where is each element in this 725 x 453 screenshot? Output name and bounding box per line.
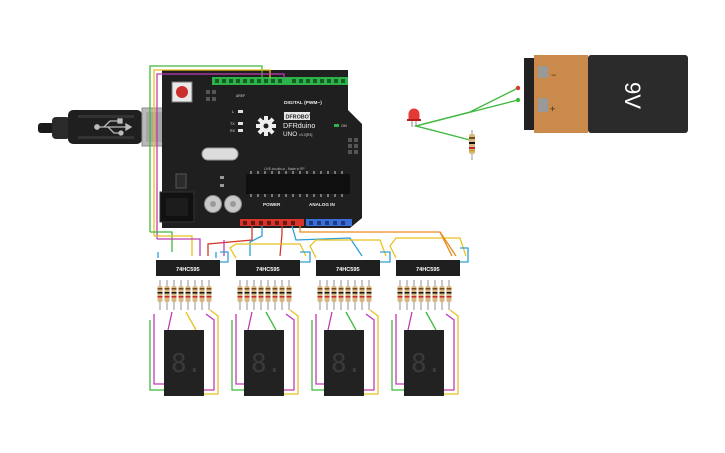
shift-register-3 <box>316 260 380 276</box>
battery-cap <box>588 55 688 133</box>
power-led <box>334 124 339 127</box>
microcontroller-chip <box>246 174 350 194</box>
resistor-bank-3 <box>317 279 372 311</box>
resistor-bank-4 <box>397 279 452 311</box>
battery-plus-label: + <box>550 104 555 114</box>
shift-register-3-label: 74HC595 <box>336 267 360 273</box>
l-led <box>238 110 243 113</box>
shift-register-2-label: 74HC595 <box>256 267 280 273</box>
version-label: v3.0[R3] <box>299 133 312 137</box>
shift-register-1-label: 74HC595 <box>176 267 200 273</box>
usb-symbol-icon <box>94 118 133 136</box>
crystal-oscillator <box>201 147 239 161</box>
led-circuit <box>407 85 521 160</box>
seven-segment-display-4 <box>404 330 444 396</box>
module-1: 74HC595 8. <box>149 251 229 396</box>
rx-led-label: RX <box>230 129 236 133</box>
resistor-bank-1 <box>157 279 212 311</box>
wire-green-top <box>149 65 263 232</box>
tx-led <box>238 122 243 125</box>
aref-label: AREF <box>236 94 245 98</box>
url-label: LIVE.circuits.io - Made in RP <box>264 167 305 171</box>
reset-button-cap[interactable] <box>176 86 188 98</box>
display-1-digit: 8. <box>171 349 202 379</box>
resistor-bank-2 <box>237 279 292 311</box>
tx-led-label: TX <box>230 122 235 126</box>
usb-cable-end <box>38 123 54 133</box>
usb-cable-strain <box>52 117 70 139</box>
seven-segment-display-3 <box>324 330 364 396</box>
wire-green-led <box>413 87 519 155</box>
icsp-header-top <box>206 90 216 101</box>
battery-minus-label: − <box>551 70 556 80</box>
variant-label: UNO <box>283 131 297 138</box>
regulator <box>175 173 187 189</box>
display-2-digit: 8. <box>251 349 282 379</box>
l-led-label: L <box>232 110 234 114</box>
brand-label: DFROBOT <box>286 115 313 121</box>
module-4: 74HC595 8. <box>389 231 469 396</box>
seven-segment-display-2 <box>244 330 284 396</box>
display-3-digit: 8. <box>331 349 362 379</box>
rx-led <box>238 129 243 132</box>
module-2: 74HC595 8. <box>229 243 311 396</box>
dfrobot-logo: DFROBOT DFRduino UNO v3.0[R3] <box>283 112 315 138</box>
display-4-digit: 8. <box>411 349 442 379</box>
module-3: 74HC595 8. <box>309 239 391 396</box>
battery-9v: − + 9V <box>524 55 688 133</box>
led-resistor <box>469 130 475 160</box>
model-label: DFRduino <box>283 121 315 130</box>
board-wires <box>149 65 453 257</box>
analog-header-label: ANALOG IN <box>309 202 335 207</box>
on-label: ON <box>341 124 347 128</box>
shift-register-4-label: 74HC595 <box>416 267 440 273</box>
power-header <box>240 219 304 226</box>
seven-segment-display-1 <box>164 330 204 396</box>
shift-register-4 <box>396 260 460 276</box>
icsp-header-right <box>348 138 358 154</box>
shift-register-1 <box>156 260 220 276</box>
battery-terminal-bracket <box>524 58 536 130</box>
wire-magenta-top <box>156 73 285 239</box>
arduino-board: AREF DIGITAL (PWM~) DFROBOT DFRduino UNO… <box>159 70 362 228</box>
shift-register-2 <box>236 260 300 276</box>
battery-voltage-label: 9V <box>620 82 645 109</box>
gear-icon <box>256 116 276 136</box>
power-header-label: POWER <box>263 202 281 207</box>
digital-header-label: DIGITAL (PWM~) <box>284 100 322 106</box>
red-led <box>407 108 421 127</box>
